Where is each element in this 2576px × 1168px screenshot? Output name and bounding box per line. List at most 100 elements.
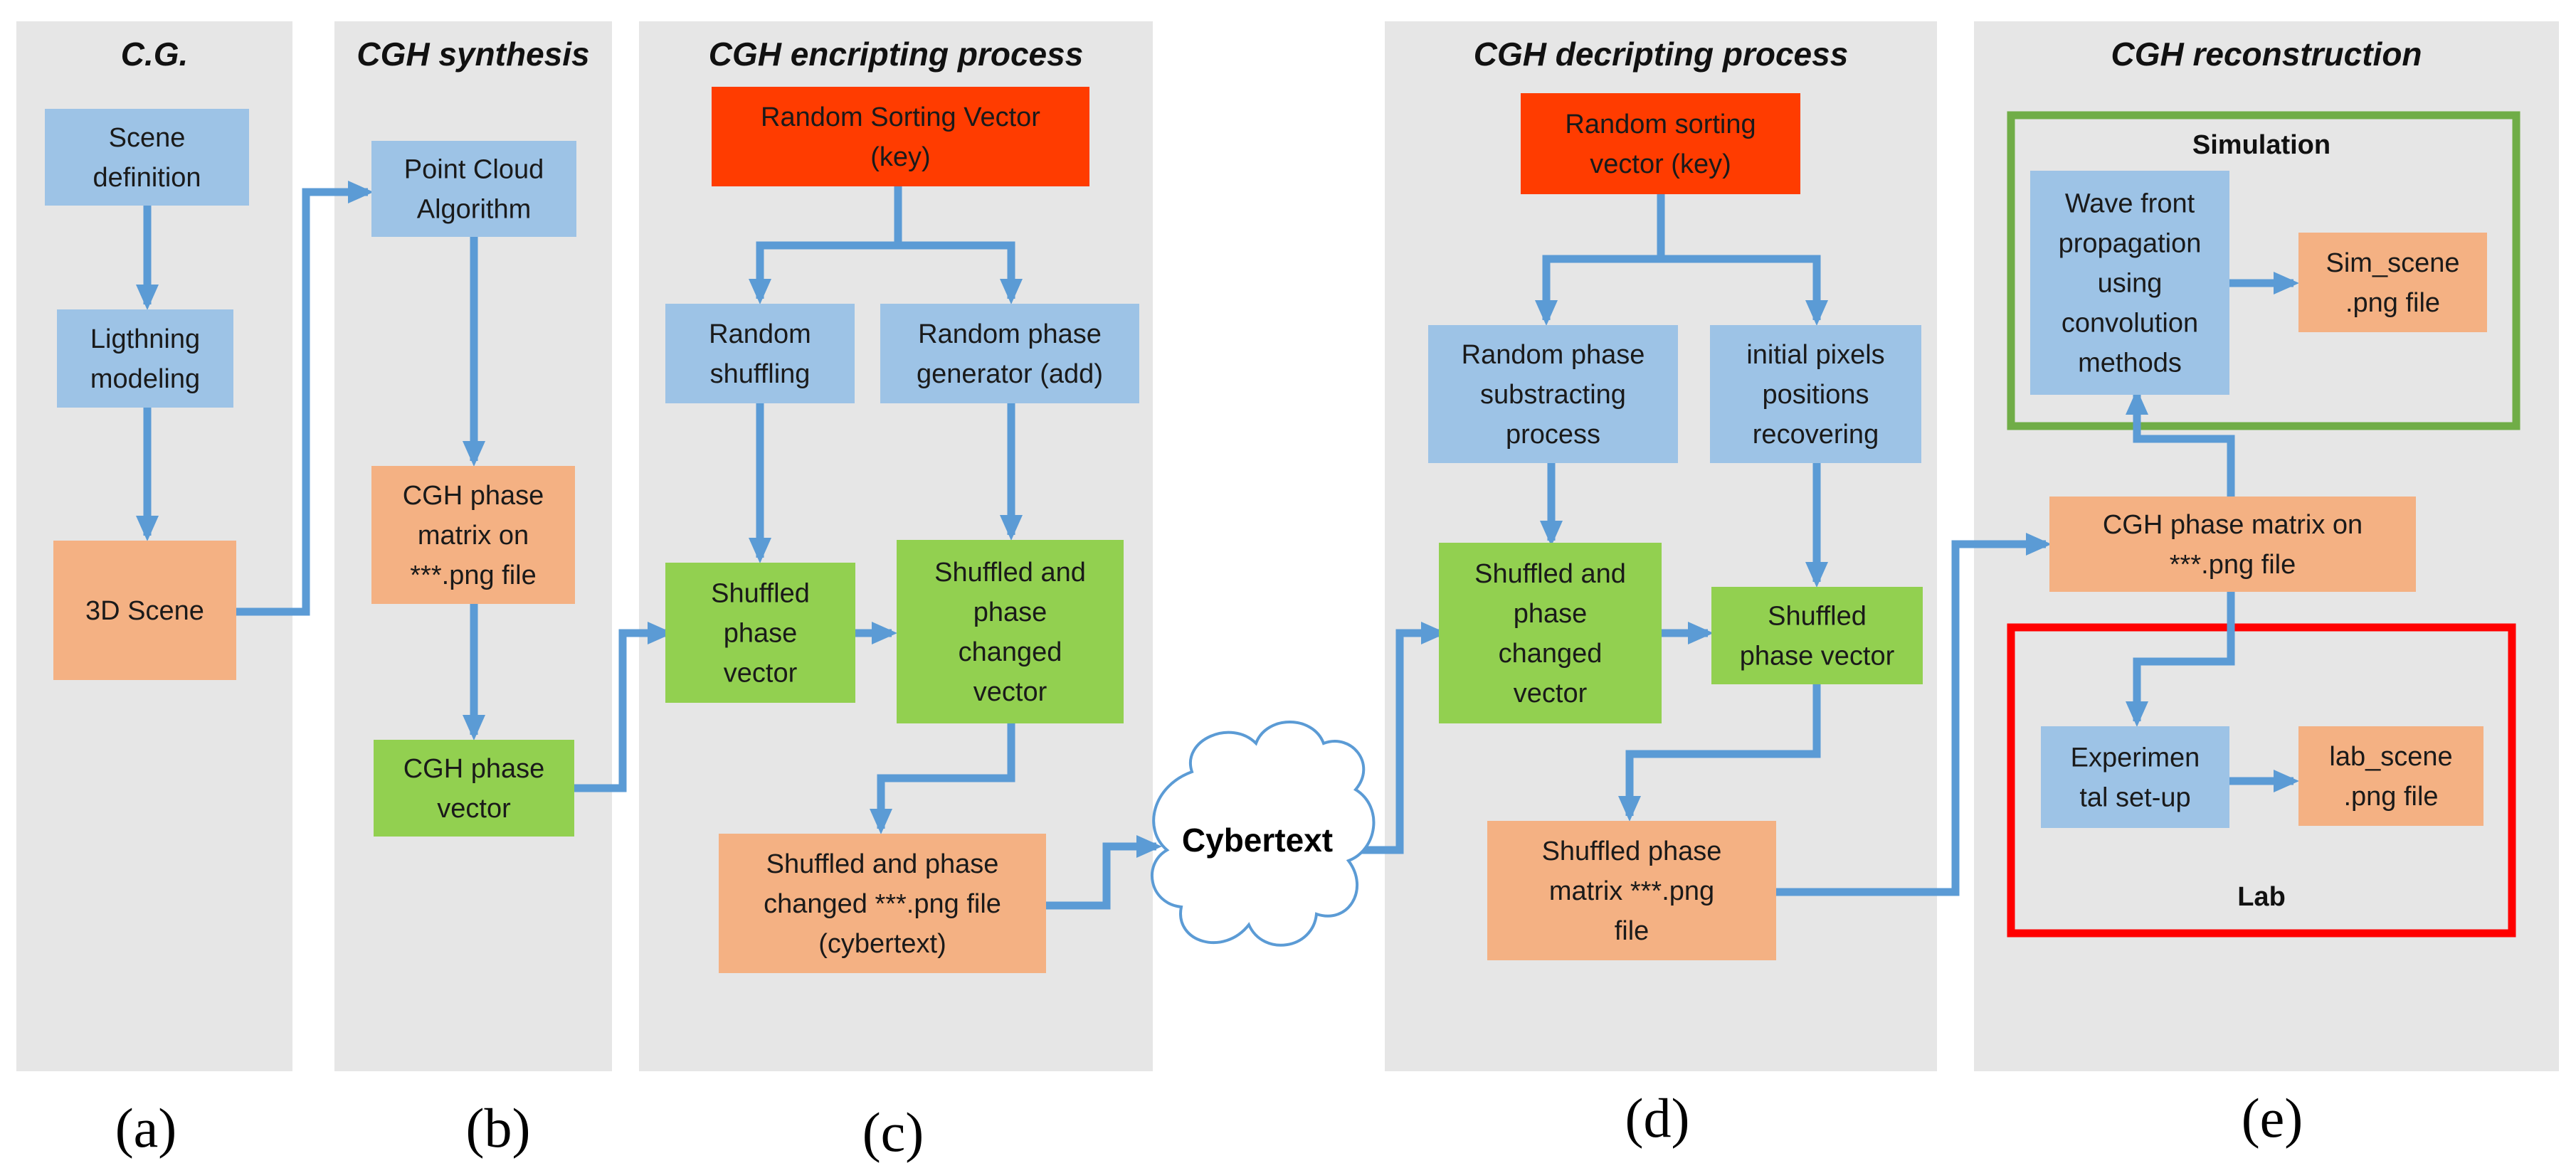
box-text-line: tal set-up [2079,783,2190,813]
box-text-line: Shuffled and [934,558,1086,588]
box-text-line: changed [1499,639,1603,669]
connector-png-to-cloud [1046,835,1162,910]
box-text-line: matrix ***.png [1549,876,1714,906]
box-text-line: lab_scene [2329,742,2452,772]
box-text-line: Random sorting [1565,110,1756,139]
box-fill [880,304,1139,403]
box-fill [57,309,233,408]
connector-reconstruction-to-experimental [2126,592,2235,727]
connector-key-to-phasegen [898,241,1023,304]
box-text-line: (cybertext) [818,929,946,959]
connector-key-to-substracting [1535,255,1661,326]
box-text-line: Shuffled and [1474,559,1626,589]
box-text-line: (key) [870,142,930,172]
connector-key-to-shuffling [749,241,898,304]
box-fill [2049,497,2416,592]
box-text-line: process [1506,420,1600,450]
box-fill [2030,171,2229,395]
connector-vector-to-encription [574,622,673,792]
box-text-line: Random [709,319,811,349]
box-fill [1710,325,1921,463]
cybertext-label: Cybertext [1182,822,1333,859]
box-fill [1711,587,1923,684]
box-fill [45,109,249,206]
box-fill [897,540,1124,723]
box-text-line: convolution [2062,309,2198,339]
box-text-line: phase [724,619,798,649]
box-text-line: Point Cloud [404,155,544,185]
box-text-line: Shuffled [711,579,810,609]
box-text-line: shuffling [710,359,811,389]
box-random-sorting-key-c: Random Sorting Vector (key) [712,87,1089,186]
box-text-line: Experimen [2071,743,2200,773]
box-text-line: phase [973,598,1047,627]
connector-3dscene-to-pointcloud [236,181,374,616]
connectors [136,181,2299,910]
connector-changed-to-png-c [870,723,1015,834]
box-text-line: Random Sorting Vector [761,102,1040,132]
box-text-line: vector [724,659,798,689]
box-text-line: modeling [90,364,200,394]
box-text-line: Random phase [918,319,1102,349]
box-text-line: Wave front [2065,189,2195,219]
box-fill [1428,325,1678,463]
box-text-line: ***.png file [2170,550,2296,580]
panel-b-label: (b) [466,1097,531,1159]
box-text-line: phase vector [1740,642,1895,671]
lab-frame [2007,623,2516,938]
panel-c-label: (c) [862,1101,924,1163]
box-fill [371,141,576,237]
box-text-line: Shuffled and phase [766,849,999,879]
box-shuffled-changed-vector-c: Shuffled and phase changed vector [897,540,1124,723]
cybertext-cloud: Cybertext [1150,721,1376,947]
box-text-line: definition [93,163,201,193]
box-text-line: changed [959,637,1062,667]
connector-key-to-initial [1661,255,1828,326]
panel-d-label: (d) [1625,1087,1690,1149]
box-wave-front: Wave frontpropagationusingconvolutionmet… [2030,171,2229,395]
simulation-frame [2007,111,2520,430]
cloud-shape [1150,721,1376,947]
box-fill [1487,821,1776,960]
box-random-phase-substracting: Random phase substracting process [1428,325,1678,463]
box-text-line: recovering [1753,420,1879,450]
panel-e-label: (e) [2242,1087,2303,1149]
box-fill [53,541,236,680]
box-text-line: phase [1514,599,1588,629]
box-text-line: Random phase [1462,340,1645,370]
box-text-line: vector [973,677,1047,707]
box-text-line: Shuffled phase [1542,837,1722,866]
box-text-line: Algorithm [417,195,532,225]
box-text-line: positions [1763,380,1869,410]
box-text-line: .png file [2345,288,2440,318]
box-sim-scene: Sim_scene.png file [2298,233,2487,332]
box-text-line: 3D Scene [85,596,204,626]
box-text-line: .png file [2343,782,2438,812]
panel-d-title: CGH decripting process [1474,36,1849,73]
box-cgh-phase-matrix-e: CGH phase matrix on***.png file [2049,497,2416,592]
connector-reconstruction-to-wavefront [2126,389,2235,497]
panel-a-label: (a) [115,1097,177,1159]
box-fill [719,834,1046,973]
box-random-shuffling: Random shuffling [665,304,855,403]
box-text-line: initial pixels [1746,340,1884,370]
box-fill [1521,93,1800,194]
box-initial-pixels: initial pixels positions recovering [1710,325,1921,463]
box-fill [665,563,855,703]
box-fill [2041,726,2229,828]
box-shuffled-png-c: Shuffled and phase changed ***.png file (c… [719,834,1046,973]
panel-e-title: CGH reconstruction [2111,36,2422,73]
box-text-line: changed ***.png file [764,889,1001,919]
box-experimental-setup: Experimen tal set-up [2041,726,2229,828]
box-text-line: substracting [1480,380,1626,410]
box-text-line: vector [437,794,511,824]
box-text-line: matrix on [418,521,529,551]
